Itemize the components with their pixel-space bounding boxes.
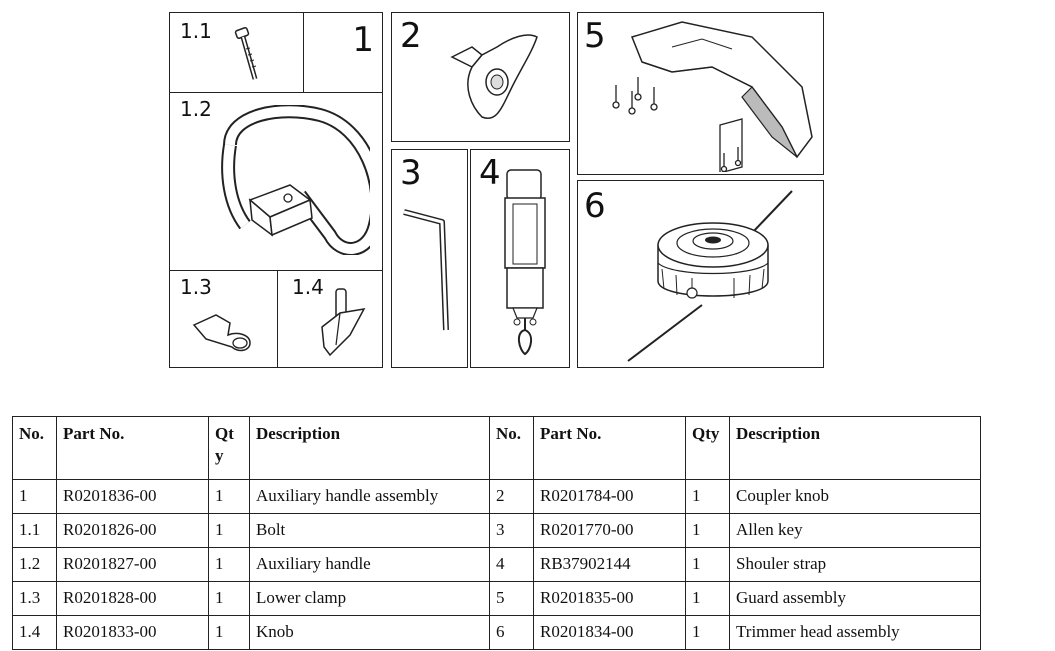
cell-no: 1.2 (12, 547, 57, 582)
cell-description-2: Coupler knob (729, 479, 981, 514)
panel-4: 4 (470, 149, 570, 368)
cell-no: 1.3 (12, 581, 57, 616)
header-no-2: No. (489, 416, 534, 480)
cell-no: 1 (12, 479, 57, 514)
panel-1-4: 1.4 (277, 270, 383, 368)
cell-part-no: R0201827-00 (56, 547, 209, 582)
trimmer-head-illustration (627, 190, 793, 362)
cell-no: 1.4 (12, 615, 57, 650)
auxiliary-handle-illustration (221, 105, 370, 255)
cell-qty: 1 (208, 615, 250, 650)
panel-1-1: 1.1 (169, 12, 305, 94)
header-part-no: Part No. (56, 416, 209, 480)
table-row: 1.4 R0201833-00 1 Knob 6 R0201834-00 1 T… (12, 615, 981, 650)
cell-part-no: R0201836-00 (56, 479, 209, 514)
cell-qty-2: 1 (685, 581, 730, 616)
cell-part-no: R0201828-00 (56, 581, 209, 616)
cell-qty-2: 1 (685, 479, 730, 514)
header-description: Description (249, 416, 490, 480)
cell-description-2: Shouler strap (729, 547, 981, 582)
bolt-illustration (234, 27, 258, 80)
cell-no-2: 5 (489, 581, 534, 616)
cell-no: 1.1 (12, 513, 57, 548)
panel-2: 2 (391, 12, 570, 142)
panel-5: 5 (577, 12, 824, 175)
panel-label-1: 1 (352, 20, 374, 60)
cell-part-no: R0201826-00 (56, 513, 209, 548)
panel-label-5: 5 (584, 16, 606, 56)
cell-no-2: 4 (489, 547, 534, 582)
panel-label-4: 4 (479, 153, 501, 193)
cell-no-2: 6 (489, 615, 534, 650)
knob-illustration (321, 288, 366, 357)
header-description-2: Description (729, 416, 981, 480)
table-row: 1.1 R0201826-00 1 Bolt 3 R0201770-00 1 A… (12, 513, 981, 548)
cell-description: Auxiliary handle assembly (249, 479, 490, 514)
panel-label-1-2: 1.2 (180, 97, 212, 121)
panel-label-1-4: 1.4 (292, 275, 324, 299)
header-part-no-2: Part No. (533, 416, 686, 480)
coupler-knob-illustration (450, 34, 538, 119)
cell-description-2: Trimmer head assembly (729, 615, 981, 650)
header-qty-2: Qty (685, 416, 730, 480)
cell-description: Auxiliary handle (249, 547, 490, 582)
cell-qty-2: 1 (685, 513, 730, 548)
cell-part-no-2: R0201835-00 (533, 581, 686, 616)
cell-part-no-2: R0201770-00 (533, 513, 686, 548)
panel-1-2: 1.2 (169, 92, 383, 272)
panel-label-2: 2 (400, 16, 422, 56)
cell-qty-2: 1 (685, 547, 730, 582)
cell-no-2: 3 (489, 513, 534, 548)
guard-assembly-illustration (612, 21, 813, 172)
panel-1: 1 (303, 12, 383, 94)
cell-description: Lower clamp (249, 581, 490, 616)
cell-part-no: R0201833-00 (56, 615, 209, 650)
cell-part-no-2: RB37902144 (533, 547, 686, 582)
cell-description-2: Guard assembly (729, 581, 981, 616)
header-no: No. (12, 416, 57, 480)
cell-part-no-2: R0201784-00 (533, 479, 686, 514)
lower-clamp-illustration (192, 314, 251, 352)
cell-qty: 1 (208, 513, 250, 548)
shoulder-strap-illustration (504, 169, 546, 356)
cell-qty: 1 (208, 547, 250, 582)
cell-description-2: Allen key (729, 513, 981, 548)
header-qty: Qt y (208, 416, 250, 480)
cell-description: Knob (249, 615, 490, 650)
parts-table: No. Part No. Qt y Description No. Part N… (12, 416, 981, 650)
cell-qty: 1 (208, 479, 250, 514)
panel-label-1-1: 1.1 (180, 19, 212, 43)
cell-no-2: 2 (489, 479, 534, 514)
cell-qty: 1 (208, 581, 250, 616)
panel-label-1-3: 1.3 (180, 275, 212, 299)
allen-key-illustration (403, 209, 449, 331)
cell-description: Bolt (249, 513, 490, 548)
table-header-row: No. Part No. Qt y Description No. Part N… (12, 416, 981, 480)
panel-1-3: 1.3 (169, 270, 279, 368)
panel-label-3: 3 (400, 153, 422, 193)
cell-qty-2: 1 (685, 615, 730, 650)
table-row: 1.2 R0201827-00 1 Auxiliary handle 4 RB3… (12, 547, 981, 582)
cell-part-no-2: R0201834-00 (533, 615, 686, 650)
panel-6: 6 (577, 180, 824, 368)
panel-3: 3 (391, 149, 468, 368)
table-row: 1 R0201836-00 1 Auxiliary handle assembl… (12, 479, 981, 514)
table-row: 1.3 R0201828-00 1 Lower clamp 5 R0201835… (12, 581, 981, 616)
panel-label-6: 6 (584, 186, 606, 226)
